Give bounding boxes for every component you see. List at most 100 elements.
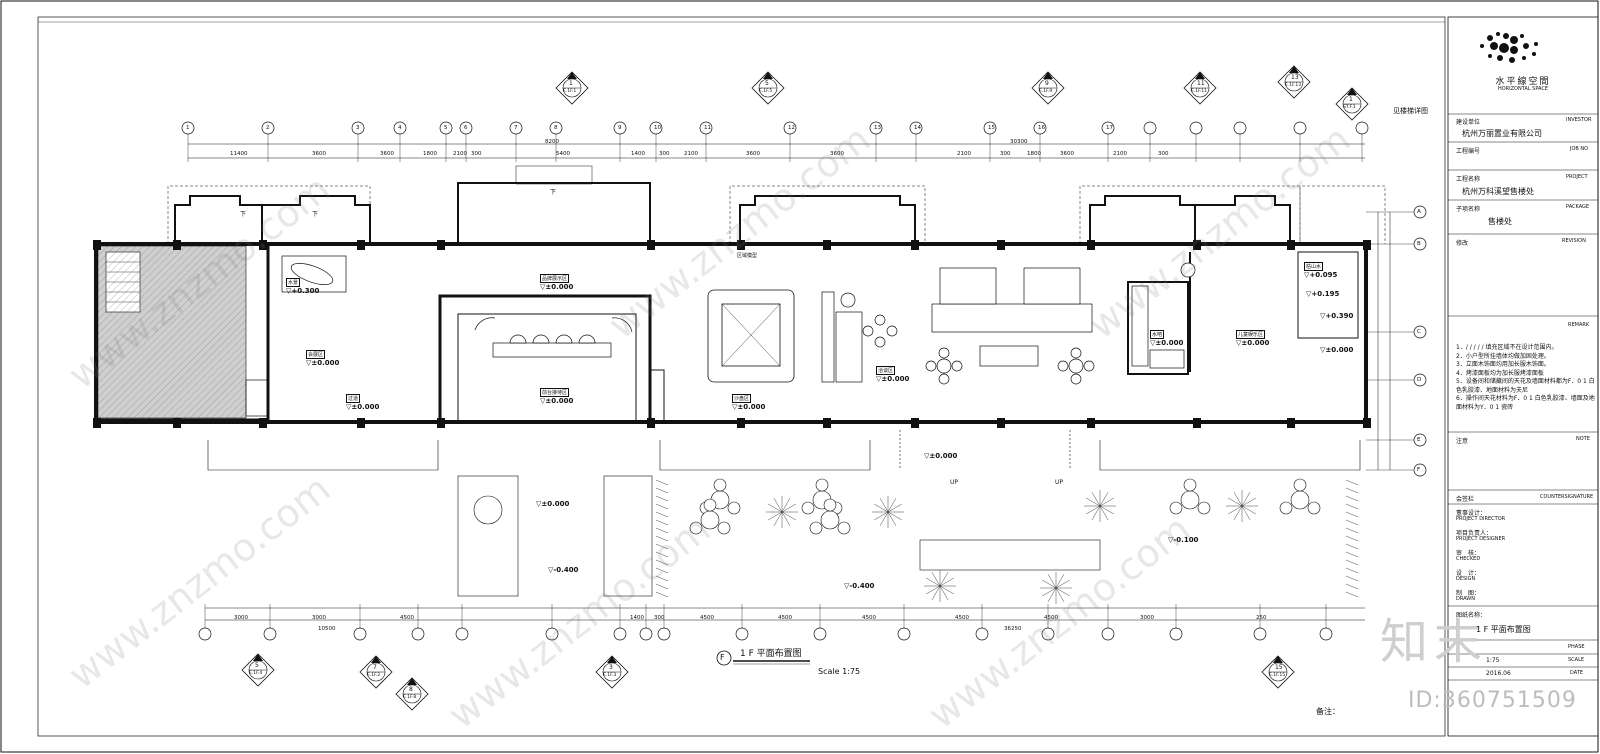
dimension-bottom: 4500: [400, 615, 414, 621]
level-mark: ▽±0.000: [1320, 346, 1354, 354]
grid-bubble: [735, 627, 749, 641]
dimension-top: 1400: [631, 151, 645, 157]
dimension-top: 5400: [556, 151, 570, 157]
elevation-tag-shape: [241, 653, 275, 687]
elevation-tag-shape: [359, 655, 393, 689]
dimension-bottom: 10500: [318, 626, 336, 632]
grid-label-right: E: [1417, 437, 1421, 443]
elevation-tag-number: 13: [1291, 74, 1299, 81]
grid-label-top: 1: [186, 125, 190, 131]
grid-bubble: [1293, 121, 1307, 135]
drawn-label-en: DRAWN: [1456, 596, 1475, 602]
drawing-title: 1 F 平面布置图: [740, 649, 802, 659]
elevation-tag-number: 5: [255, 662, 259, 669]
design-label-en: DESIGN: [1456, 576, 1476, 582]
dimension-bottom: 4500: [700, 615, 714, 621]
date-label: DATE: [1570, 670, 1584, 676]
elevation-tag-shape: [751, 71, 785, 105]
grid-label-right: F: [1417, 467, 1421, 473]
remark-item: 6．操作间天花材料为F．0 1 白色乳胶漆、墙面及地面材料为Y．0 1 瓷砖: [1456, 395, 1595, 411]
up-label: UP: [950, 479, 959, 486]
logo-cn: 水平線空間: [1495, 77, 1551, 87]
room-name: 沙盘区: [732, 394, 752, 403]
package-label-en: PACKAGE: [1566, 204, 1590, 210]
dimension-bottom: 4500: [778, 615, 792, 621]
dimension-top: 300: [1000, 151, 1011, 157]
drawing-name-value: 1 F 平面布置图: [1476, 625, 1531, 634]
grid-label-right: D: [1417, 377, 1422, 383]
level-mark: ▽±0.000: [536, 500, 570, 508]
investor-label-en: INVESTOR: [1566, 117, 1592, 123]
remark-item: 5．设备间和储藏间的天花及墙面材料都为F．0 1 白色乳胶漆、地面材料为夫尼: [1456, 378, 1595, 394]
grid-bubble: [657, 627, 671, 641]
dimension-bottom: 4500: [1044, 615, 1058, 621]
countersign-label: 会签栏: [1456, 496, 1475, 503]
level-mark: ▽+0.390: [1320, 312, 1354, 320]
grid-label-right: B: [1417, 241, 1421, 247]
scale-value: 1:75: [1486, 657, 1500, 664]
grid-label-top: 12: [788, 125, 795, 131]
elevation-tag-shape: [1183, 71, 1217, 105]
remark-item: 4．烤漆面板均为加长服烤漆面板: [1456, 369, 1544, 377]
remark-item: 3．立面木饰面均用加长服木饰面。: [1456, 361, 1550, 368]
room-level: ▽±0.000: [1150, 339, 1184, 347]
investor-value: 杭州万丽置业有限公司: [1462, 129, 1542, 138]
elevation-tag-ref: E.1F.11: [1191, 89, 1208, 94]
dimension-bottom: 36250: [1004, 626, 1022, 632]
investor-label: 建设单位: [1456, 119, 1481, 126]
elevation-tag-number: 8: [409, 686, 413, 693]
top-note: 见楼梯详图: [1393, 107, 1428, 115]
elevation-tag-number: 1: [569, 80, 573, 87]
grid-label-top: 14: [914, 125, 921, 131]
dimension-top: 300: [1158, 151, 1169, 157]
grid-label-top: 5: [444, 125, 448, 131]
grid-bubble: [1355, 121, 1369, 135]
elevation-tag-ref: E.1F.1: [563, 89, 577, 94]
elevation-tag-ref: E.1F.2: [367, 673, 381, 678]
remark-item: 1．/ / / / / 填充区域不在设计范围内。: [1456, 344, 1558, 351]
dimension-top: 1800: [1027, 151, 1041, 157]
dimension-top: 2100: [453, 151, 467, 157]
grid-label-top: 8: [554, 125, 558, 131]
up-label: UP: [1055, 479, 1064, 486]
level-mark: ▽-0.400: [844, 582, 875, 590]
room-level: ▽±0.000: [540, 283, 574, 291]
elevation-tag-number: 1: [1349, 96, 1353, 103]
project-label-en: PROJECT: [1566, 174, 1588, 180]
room-name: 水吧: [1150, 330, 1165, 339]
grid-bubble: [1233, 121, 1247, 135]
grid-label-top: 9: [618, 125, 622, 131]
dimension-top: 2100: [1113, 151, 1127, 157]
room-level: ▽±0.000: [876, 375, 910, 383]
elevation-tag-number: 15: [1275, 664, 1283, 671]
elevation-tag-ref: E.1F.3: [603, 673, 617, 678]
dimension-top: 11400: [230, 151, 248, 157]
elevation-tag-number: 7: [373, 664, 377, 671]
elevation-tag-shape: [595, 655, 629, 689]
phase-label: PHASE: [1568, 644, 1585, 650]
dimension-top: 300: [659, 151, 670, 157]
dimension-top: 3600: [830, 151, 844, 157]
room-level: ▽±0.000: [1236, 339, 1270, 347]
project-value: 杭州万科溪望售楼处: [1462, 187, 1534, 196]
grid-label-top: 7: [514, 125, 518, 131]
grid-label-top: 4: [398, 125, 402, 131]
grid-bubble: [1253, 627, 1267, 641]
dimension-top: 3600: [1060, 151, 1074, 157]
drawing-name-label: 图纸名称：: [1456, 612, 1487, 619]
package-value: 售楼处: [1488, 217, 1512, 226]
checked-label-en: CHECKED: [1456, 556, 1481, 562]
room-name: 过道: [346, 394, 361, 403]
bottom-note: 备注：: [1316, 707, 1340, 716]
id-watermark: ID:360751509: [1408, 688, 1577, 713]
date-value: 2016.06: [1486, 670, 1511, 677]
note-label-en: NOTE: [1576, 436, 1590, 442]
level-mark: ▽-0.100: [1168, 536, 1199, 544]
grid-label-top: 11: [704, 125, 711, 131]
dimension-bottom: 4500: [955, 615, 969, 621]
elevation-tag-shape: [1031, 71, 1065, 105]
grid-bubble: [613, 627, 627, 641]
room-level: ▽±0.000: [346, 403, 380, 411]
dimension-top: 3600: [380, 151, 394, 157]
grid-bubble: [198, 627, 212, 641]
